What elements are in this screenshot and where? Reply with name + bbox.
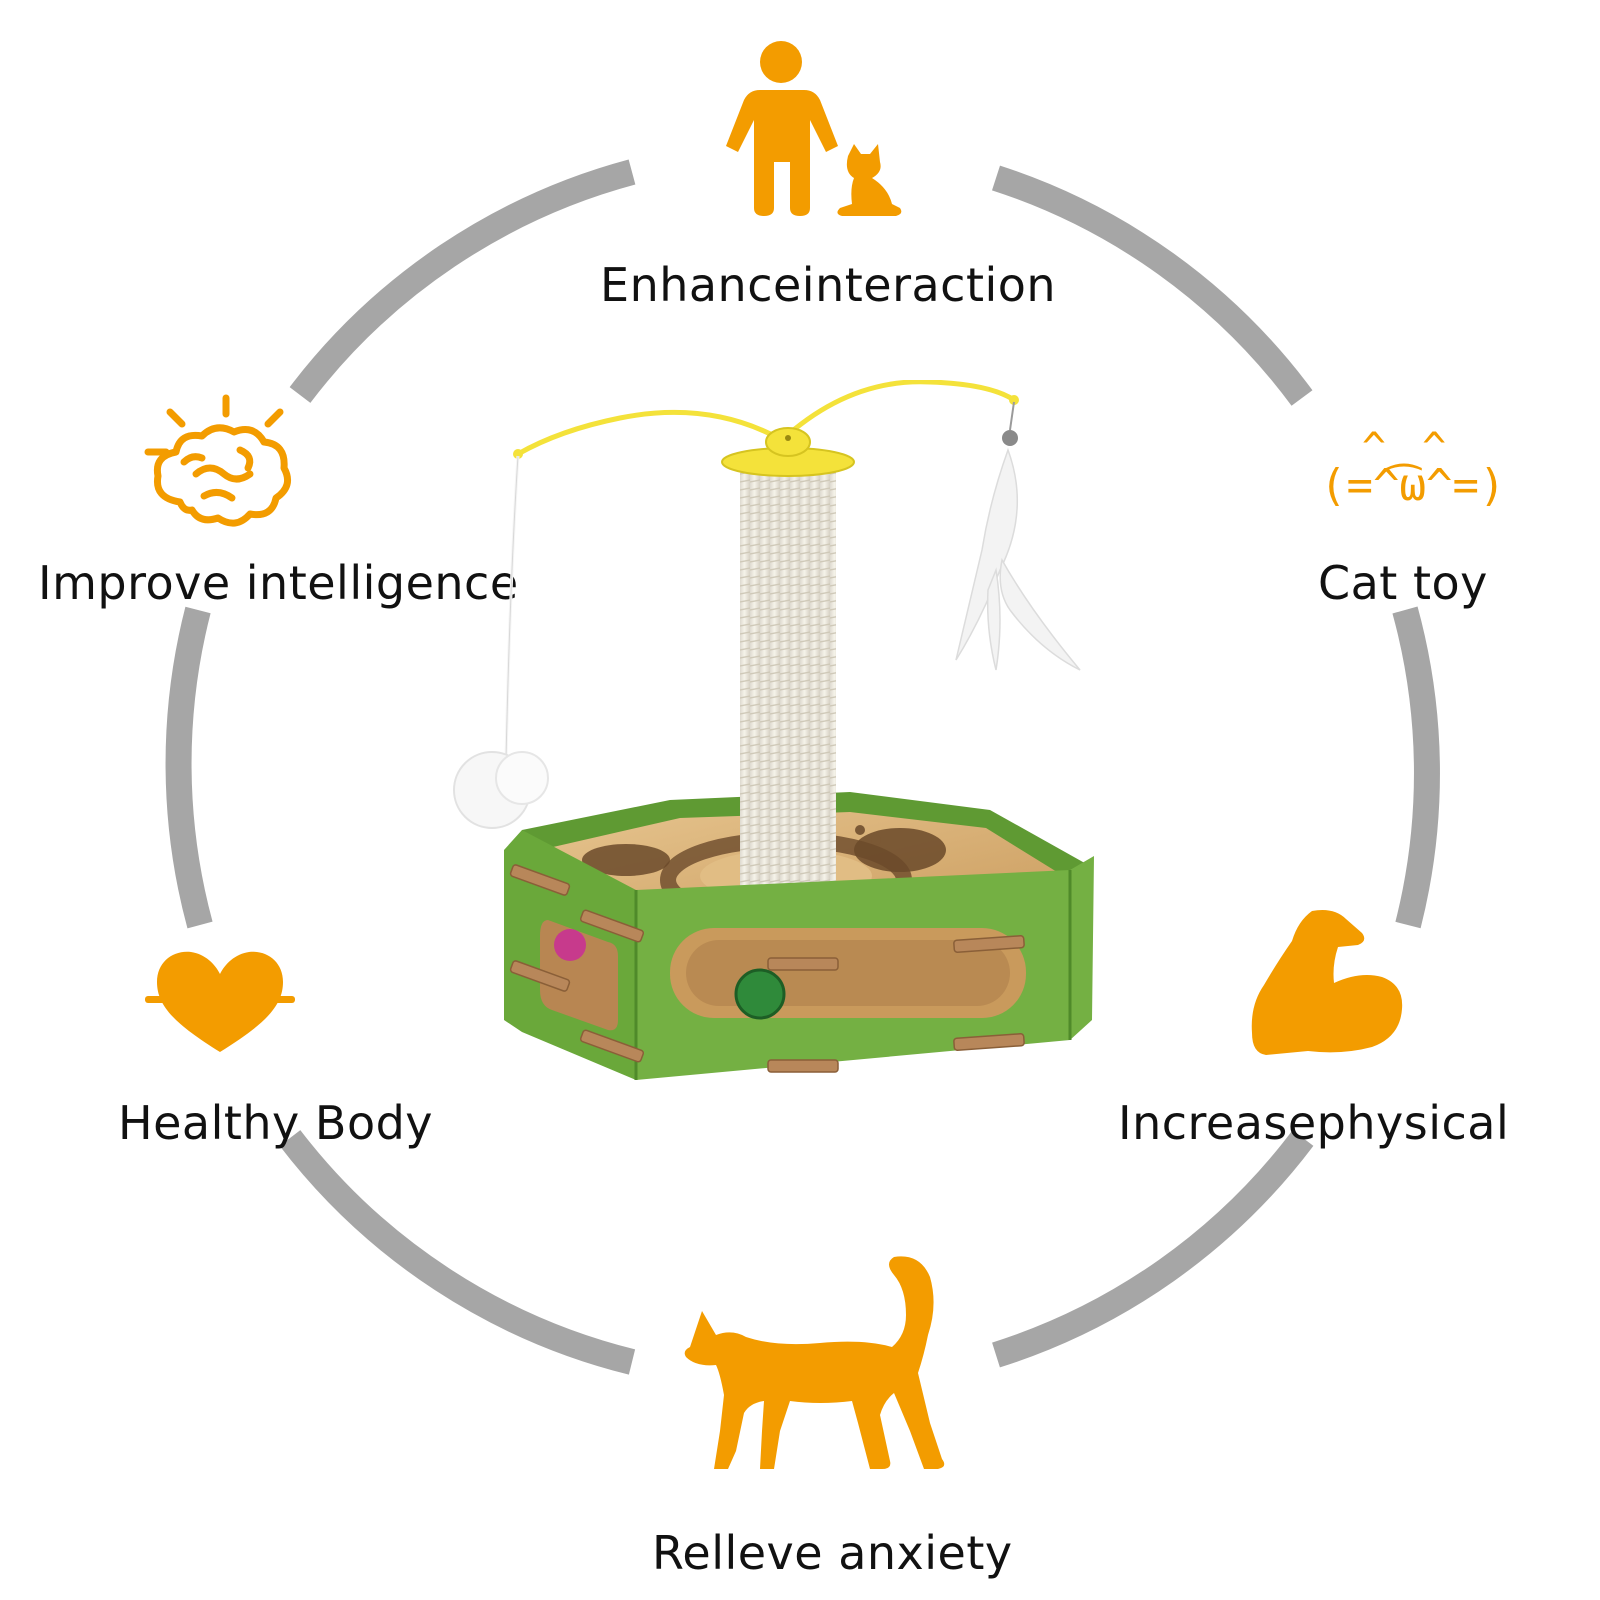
label-healthy-body: Healthy Body xyxy=(118,1096,434,1150)
toy-wand-arms xyxy=(515,380,1017,457)
heart-icon xyxy=(145,951,295,1052)
ring-arc-top-right xyxy=(991,165,1313,406)
bell-toy xyxy=(1002,430,1018,446)
label-relieve-anxiety: Relleve anxiety xyxy=(652,1526,1013,1580)
cat-scratching-post-image xyxy=(453,380,1094,1080)
cat-face-kaomoji-icon: ^⁔^ (=^ω^=) xyxy=(1320,425,1506,511)
ring-arc-top-left xyxy=(289,159,636,403)
walking-cat-icon xyxy=(684,1256,945,1469)
flexed-arm-icon xyxy=(1251,910,1403,1055)
ring-arc-bottom-right xyxy=(992,1130,1314,1368)
kaomoji-ears: ^⁔^ xyxy=(1361,425,1449,471)
ring-arc-left xyxy=(165,606,213,929)
label-improve-intelligence: Improve intelligence xyxy=(38,556,519,610)
ring-arc-bottom-left xyxy=(279,1130,636,1375)
pom-pom-toy xyxy=(453,751,549,829)
label-cat-toy: Cat toy xyxy=(1318,556,1488,610)
jingle-ball-pink xyxy=(554,929,586,961)
ring-arc-right xyxy=(1392,606,1440,929)
label-increase-physical: Increasephysical xyxy=(1118,1096,1510,1150)
label-enhance-interaction: Enhanceinteraction xyxy=(600,258,1057,312)
sisal-scratching-post xyxy=(740,462,836,892)
feather-toy xyxy=(955,447,1081,671)
jingle-ball-green xyxy=(734,968,786,1020)
person-with-dog-icon xyxy=(726,41,902,216)
kaomoji-face: (=^ω^=) xyxy=(1320,460,1506,511)
brain-icon xyxy=(144,394,292,527)
